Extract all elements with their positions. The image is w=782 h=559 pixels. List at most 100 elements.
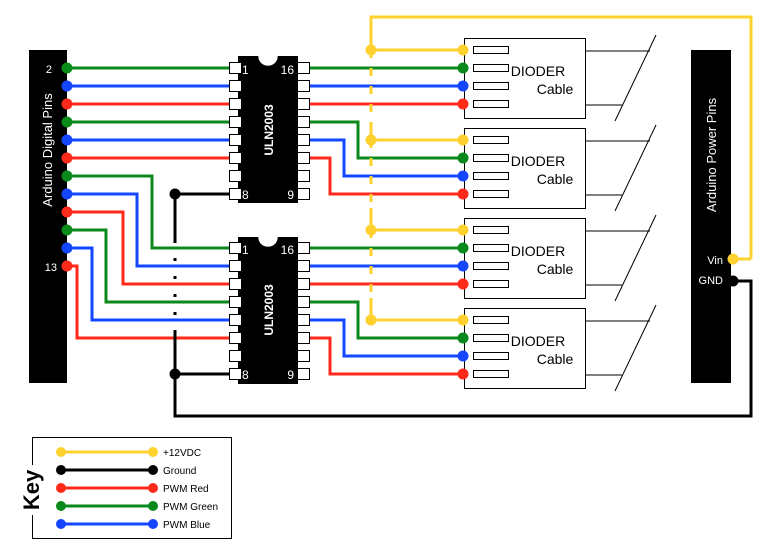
dioder-box — [464, 128, 586, 209]
legend-title-bg — [20, 465, 42, 515]
chip-pin-right — [297, 332, 310, 344]
chip-pin-right — [297, 350, 310, 362]
dioder-pin-dot — [457, 224, 469, 236]
chip-label: ULN2003 — [262, 284, 276, 336]
wire-chip-to-dioder — [309, 156, 463, 196]
dioder-pin-slot — [473, 172, 509, 180]
uln2003-chip-1: 1 16 8 9 ULN2003 — [238, 55, 298, 203]
dioder-pin-slot — [473, 316, 509, 324]
vin-label: Vin — [707, 255, 723, 267]
dioder-pin-slot — [473, 100, 509, 108]
dioder-pin-dot — [457, 44, 469, 56]
dioder-pin-dot — [457, 62, 469, 74]
cable-break-slash — [614, 34, 657, 122]
dioder-pin-dot — [457, 368, 469, 380]
chip-pin-left — [229, 134, 242, 146]
digital-pin-dot — [61, 80, 73, 92]
pin-label-last: 13 — [45, 262, 57, 274]
legend-entry-label: PWM Blue — [163, 520, 211, 531]
chip-pin-right — [297, 188, 310, 200]
dioder-pin-slot — [473, 136, 509, 144]
chip-pin-right — [297, 296, 310, 308]
legend-dot — [56, 519, 66, 529]
arduino-digital-block — [29, 50, 67, 383]
chip-pin-right — [297, 134, 310, 146]
legend-dot — [148, 465, 158, 475]
dioder-pin-dot — [457, 260, 469, 272]
legend-dot — [56, 447, 66, 457]
dioder-subtitle: Cable — [537, 171, 574, 187]
chip-pin-left — [229, 314, 242, 326]
dioder-pin-dot — [457, 278, 469, 290]
chip-pin1-label: 1 — [242, 63, 249, 77]
chip-pin-left — [229, 242, 242, 254]
dioder-pin-dot — [457, 170, 469, 182]
dioder-pin-slot — [473, 262, 509, 270]
chip-pin9-label: 9 — [287, 188, 294, 202]
chip-notch — [257, 236, 279, 248]
dioder-pin-slot — [473, 190, 509, 198]
digital-pin-dot — [61, 134, 73, 146]
dioder-pin-dot — [457, 350, 469, 362]
dioder-pin-dot — [457, 242, 469, 254]
legend-dot — [148, 483, 158, 493]
chip-notch — [257, 55, 279, 67]
dioder-title: DIODER — [511, 243, 565, 259]
gnd-pin-dot — [727, 275, 739, 287]
vin-pin-dot — [727, 253, 739, 265]
dioder-pin-slot — [473, 154, 509, 162]
chip-pin-left — [229, 98, 242, 110]
chip-pin-left — [229, 260, 242, 272]
chip-pin-left — [229, 332, 242, 344]
wire-chip-to-dioder — [309, 120, 463, 160]
dioder-title: DIODER — [511, 333, 565, 349]
digital-pin-dot — [61, 152, 73, 164]
chip-pin8-label: 8 — [242, 368, 249, 382]
dioder-cable-1: DIODER Cable — [511, 63, 574, 97]
wire-chip-to-dioder — [309, 138, 463, 178]
uln2003-chip-2: 1 16 8 9 ULN2003 — [238, 236, 298, 384]
chip-pin-right — [297, 98, 310, 110]
wire-digital-to-chip2 — [67, 210, 230, 286]
cable-break-slash — [614, 214, 657, 302]
dioder-pin-dot — [457, 314, 469, 326]
pin-label-first: 2 — [46, 64, 52, 76]
arduino-digital-header: 2 13 Arduino Digital Pins — [29, 50, 67, 383]
dioder-subtitle: Cable — [537, 351, 574, 367]
chip-pin-left — [229, 278, 242, 290]
chip-pin-left — [229, 296, 242, 308]
chip-pin-right — [297, 116, 310, 128]
chip-pin-left — [229, 152, 242, 164]
wire-12v — [369, 15, 753, 259]
dioder-pin-dot — [457, 134, 469, 146]
chip-pin-left — [229, 368, 242, 380]
legend-entries: +12VDC Ground PWM Red PWM Green PWM Blue — [56, 447, 218, 531]
wire-chip-to-dioder — [309, 336, 463, 376]
dioder-pin-dot — [457, 152, 469, 164]
chip-pins-layer — [229, 62, 310, 380]
dioder-cable-4: DIODER Cable — [511, 333, 574, 367]
digital-pin-dot — [61, 98, 73, 110]
digital-pin-dot — [61, 188, 73, 200]
chip-pin-right — [297, 242, 310, 254]
wire-digital-to-chip2 — [67, 192, 230, 268]
chip-pin1-label: 1 — [242, 243, 249, 257]
chip-pin-left — [229, 350, 242, 362]
chip-pin8-label: 8 — [242, 188, 249, 202]
dioder-pin-slot — [473, 334, 509, 342]
digital-pin-dot — [61, 206, 73, 218]
wire-digital-to-chip2 — [67, 246, 230, 322]
chip-pin-right — [297, 152, 310, 164]
legend-dot — [148, 519, 158, 529]
dioder-box — [464, 308, 586, 389]
legend-dot — [148, 447, 158, 457]
ground-junction-dot — [169, 368, 181, 380]
12v-junction-dot — [365, 224, 377, 236]
dioder-title: DIODER — [511, 153, 565, 169]
dioder-cables-layer: DIODER Cable DIODER Cable DIODER Cable D… — [464, 34, 657, 392]
legend: Key +12VDC Ground PWM Red PWM Green PWM … — [19, 437, 232, 539]
connection-dots-layer — [61, 44, 739, 380]
chip-pin-right — [297, 170, 310, 182]
12v-junction-dot — [365, 134, 377, 146]
